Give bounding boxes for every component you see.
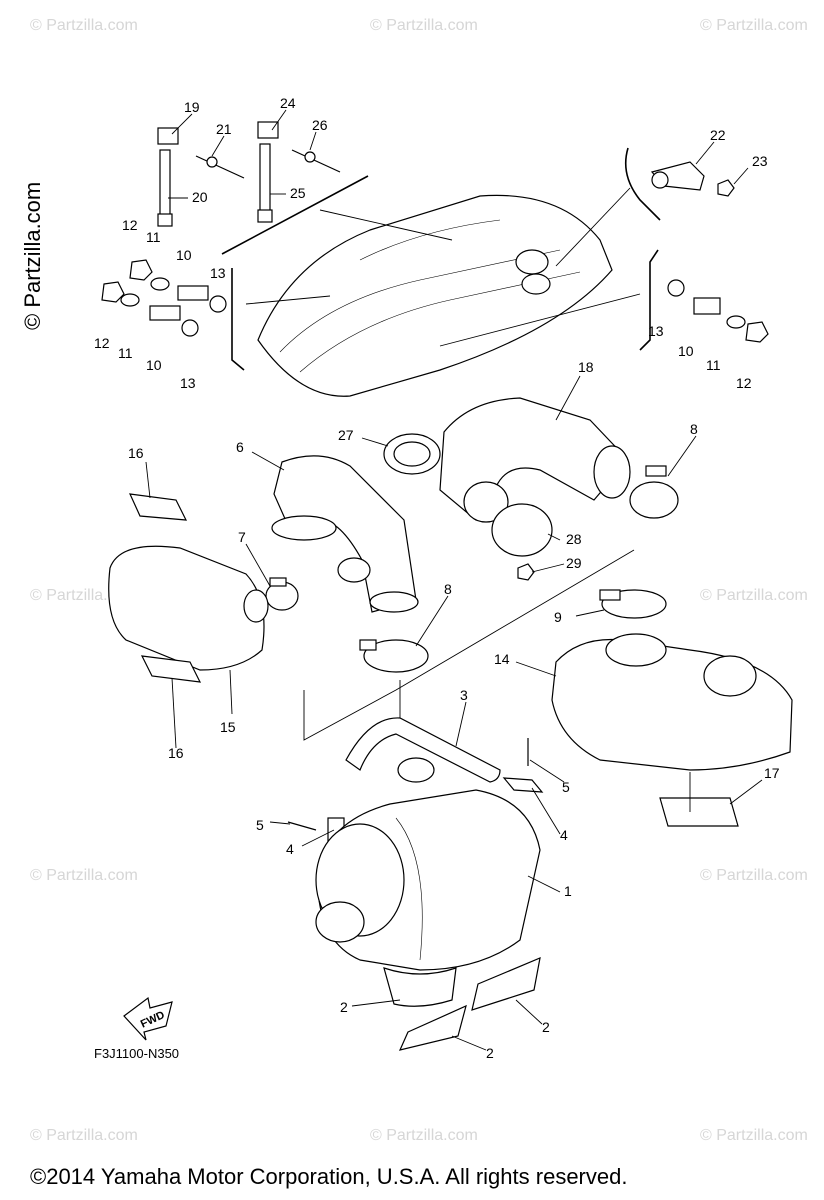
pad-17 [659, 797, 739, 827]
callout-26: 26 [312, 117, 328, 133]
nut-29 [517, 563, 535, 581]
callout-24: 24 [280, 95, 296, 111]
copyright-notice: ©2014 Yamaha Motor Corporation, U.S.A. A… [30, 1164, 628, 1189]
watercraft-hull [257, 194, 613, 397]
leader-lines-hull [245, 187, 641, 347]
callout-9: 9 [554, 609, 562, 625]
callout-28: 28 [566, 531, 582, 547]
callout-5: 5 [256, 817, 264, 833]
callout-7: 7 [238, 529, 246, 545]
callout-10: 10 [176, 247, 192, 263]
callout-2: 2 [340, 999, 348, 1015]
callout-25: 25 [290, 185, 306, 201]
pad-2-strip [383, 967, 457, 1007]
callout-10: 10 [146, 357, 162, 373]
silencer-15 [108, 545, 269, 671]
watermark: © Partzilla.com [700, 587, 808, 604]
plate-28 [491, 503, 553, 557]
callout-20: 20 [192, 189, 208, 205]
diagram-reference: F3J1100-N350 [94, 1046, 180, 1061]
cable-tie-clip-19 [157, 127, 179, 227]
callout-5: 5 [562, 779, 570, 795]
callout-11: 11 [118, 345, 133, 361]
watermark: © Partzilla.com [700, 1127, 808, 1144]
pad-2-bottom [398, 1004, 467, 1051]
callout-2: 2 [486, 1045, 494, 1061]
strap-3 [345, 717, 501, 783]
callout-11: 11 [146, 229, 161, 245]
group-bracket-right-lower [639, 249, 659, 351]
pad-2-right [471, 957, 541, 1011]
rivet-21 [195, 155, 245, 179]
callout-27: 27 [338, 427, 354, 443]
rivet-26 [291, 149, 341, 173]
callout-22: 22 [710, 127, 726, 143]
flange-27 [383, 433, 441, 475]
callout-8: 8 [690, 421, 698, 437]
group-bracket-left [231, 268, 245, 371]
clamp-7 [265, 577, 299, 611]
watermark: © Partzilla.com [700, 867, 808, 884]
callout-6: 6 [236, 439, 244, 455]
callout-12: 12 [94, 335, 110, 351]
fitting-set-lower [101, 281, 199, 337]
watermark-grid: © Partzilla.com © Partzilla.com © Partzi… [30, 17, 808, 1144]
watermark: © Partzilla.com [370, 1127, 478, 1144]
callout-11: 11 [706, 357, 721, 373]
pad-16-lower [140, 655, 202, 683]
callout-1: 1 [564, 883, 572, 899]
callout-leaders [145, 109, 763, 1051]
watermark: © Partzilla.com [700, 17, 808, 34]
fitting-set-upper [129, 259, 227, 313]
watermark: © Partzilla.com [30, 867, 138, 884]
callout-2: 2 [542, 1019, 550, 1035]
callout-17: 17 [764, 765, 780, 781]
callout-12: 12 [122, 217, 138, 233]
clamp-8-lower [359, 639, 429, 673]
air-duct-6 [271, 455, 419, 613]
callout-29: 29 [566, 555, 582, 571]
air-duct-18 [439, 397, 631, 523]
group-bracket-right [624, 147, 661, 221]
callout-4: 4 [286, 841, 294, 857]
callout-4: 4 [560, 827, 568, 843]
callout-13: 13 [210, 265, 226, 281]
side-watermark: © Partzilla.com [20, 181, 45, 330]
bracket-22 [650, 161, 705, 191]
callout-8: 8 [444, 581, 452, 597]
callout-19: 19 [184, 99, 200, 115]
callout-14: 14 [494, 651, 510, 667]
callout-3: 3 [460, 687, 468, 703]
bracket-4-right [502, 777, 544, 793]
callout-13: 13 [648, 323, 664, 339]
callout-10: 10 [678, 343, 694, 359]
cable-tie-clip-24 [257, 121, 279, 223]
fitting-set-right [667, 279, 769, 343]
callout-16: 16 [128, 445, 144, 461]
callout-16: 16 [168, 745, 184, 761]
callout-15: 15 [220, 719, 236, 735]
callout-23: 23 [752, 153, 768, 169]
callout-21: 21 [216, 121, 232, 137]
group-bracket-top [221, 175, 369, 255]
muffler-1 [315, 789, 541, 971]
watermark: © Partzilla.com [30, 17, 138, 34]
air-box-14 [551, 633, 793, 771]
watermark: © Partzilla.com [370, 17, 478, 34]
pad-16-upper [129, 493, 188, 521]
callout-numbers: 19 21 20 24 26 25 22 23 12 11 10 13 12 1… [94, 95, 780, 1061]
clamp-8-upper [629, 465, 679, 519]
callout-12: 12 [736, 375, 752, 391]
callout-18: 18 [578, 359, 594, 375]
rivet-5-left [287, 821, 317, 831]
fwd-arrow-icon [123, 996, 173, 1041]
callout-13: 13 [180, 375, 196, 391]
clamp-9 [599, 589, 667, 619]
leader-lines-assembly [303, 549, 691, 812]
watermark: © Partzilla.com [30, 1127, 138, 1144]
nut-23 [717, 179, 735, 197]
